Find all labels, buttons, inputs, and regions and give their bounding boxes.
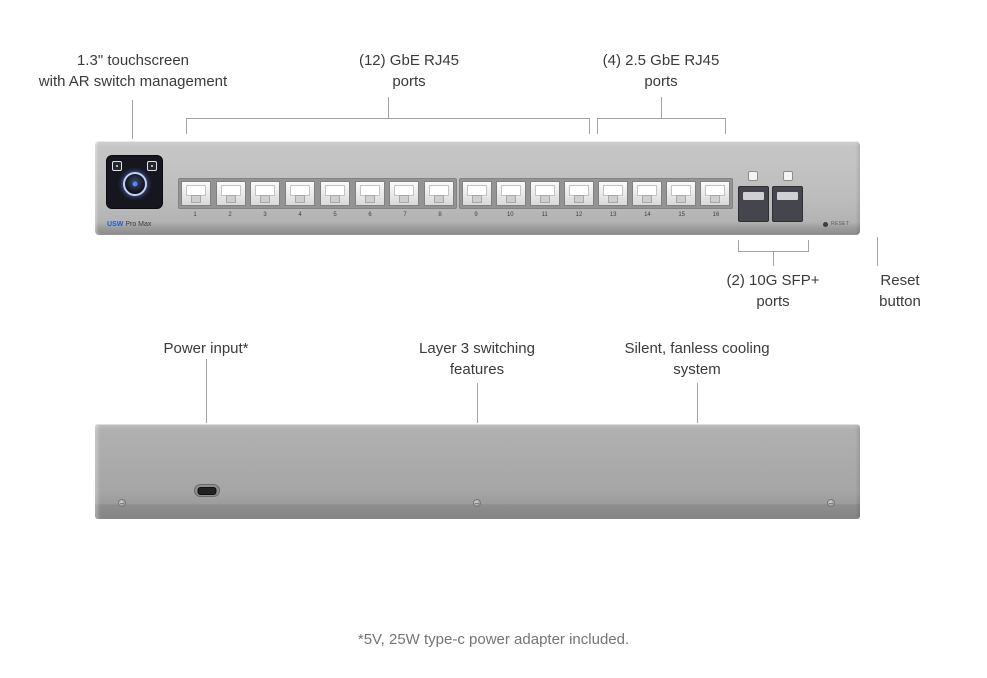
port-number: 6 [368, 212, 372, 218]
callout-cooling-line2: system [673, 361, 721, 378]
port-number: 11 [541, 212, 548, 218]
reset-button [823, 222, 828, 227]
rj45-port [598, 181, 628, 206]
sfp-port [738, 186, 769, 222]
callout-sfp-ports: (2) 10G SFP+ ports [693, 270, 853, 312]
callout-25gbe-line1: (4) 2.5 GbE RJ45 [602, 52, 720, 69]
callout-gbe-line1: (12) GbE RJ45 [358, 52, 460, 69]
callout-touchscreen-line2: with AR switch management [38, 73, 228, 90]
rj45-port [666, 181, 696, 206]
rear-panel-view [95, 424, 860, 519]
port-number: 12 [575, 212, 583, 218]
callout-line-reset [877, 237, 878, 266]
callout-bracket-gbe [186, 118, 590, 134]
port-number: 14 [644, 212, 651, 218]
callout-stem-25gbe [661, 97, 662, 118]
port-number: 8 [438, 212, 442, 218]
callout-cooling: Silent, fanless cooling system [602, 338, 792, 380]
callout-line-cooling [697, 383, 698, 423]
touchscreen-display [106, 155, 163, 209]
rj45-port [700, 181, 730, 206]
rj45-port [423, 181, 454, 206]
callout-reset-button: Reset button [840, 270, 960, 312]
port-numbers-row: 9 10 11 12 13 14 15 16 [459, 212, 733, 218]
port-number: 2 [228, 212, 232, 218]
callout-line-power [206, 359, 207, 423]
screw-icon [473, 499, 481, 507]
port-number: 16 [712, 212, 720, 218]
rj45-port [250, 181, 281, 206]
port-recess [178, 178, 457, 209]
callout-gbe-ports: (12) GbE RJ45 ports [329, 50, 489, 92]
rj45-port [462, 181, 492, 206]
rj45-port [496, 181, 526, 206]
callout-line-layer3 [477, 383, 478, 423]
rj45-port [319, 181, 350, 206]
callout-layer3: Layer 3 switching features [392, 338, 562, 380]
sfp-indicator [748, 171, 758, 181]
callout-touchscreen: 1.3" touchscreen with AR switch manageme… [18, 50, 248, 92]
callout-line-touchscreen [132, 100, 133, 139]
port-numbers-row: 1 2 3 4 5 6 7 8 [178, 212, 457, 218]
rj45-port [181, 181, 211, 206]
rj45-port [215, 181, 246, 206]
port-number: 5 [333, 212, 337, 218]
port-number: 3 [263, 212, 267, 218]
rj45-port [564, 181, 594, 206]
rj45-port-group-1: 1 2 3 4 5 6 7 8 [178, 178, 457, 218]
model-suffix: Pro Max [125, 221, 152, 228]
power-adapter-footnote: *5V, 25W type-c power adapter included. [357, 631, 630, 648]
callout-bracket-25gbe [597, 118, 726, 134]
rj45-port [389, 181, 420, 206]
port-number: 9 [474, 212, 478, 218]
callout-layer3-line2: features [449, 361, 505, 378]
sfp-indicator [783, 171, 793, 181]
screw-icon [827, 499, 835, 507]
callout-layer3-line1: Layer 3 switching [419, 340, 535, 357]
callout-reset-line1: Reset [880, 272, 920, 289]
rj45-port [285, 181, 316, 206]
port-number: 13 [609, 212, 617, 218]
panel-groove [596, 228, 735, 230]
rj45-port-group-2: 9 10 11 12 13 14 15 16 [459, 178, 733, 218]
screen-corner-icon [147, 161, 157, 171]
screen-corner-icon [112, 161, 122, 171]
callout-power-line1: Power input* [163, 340, 249, 357]
port-number: 7 [403, 212, 407, 218]
callout-touchscreen-line1: 1.3" touchscreen [76, 52, 190, 69]
nav-dial-icon [122, 172, 147, 197]
callout-reset-line2: button [879, 293, 921, 310]
callout-stem-gbe [388, 97, 389, 118]
callout-stem-sfp [773, 251, 774, 266]
usb-c-power-port [194, 484, 220, 497]
sfp-port [772, 186, 803, 222]
model-prefix: USW [107, 221, 124, 228]
callout-cooling-line1: Silent, fanless cooling [624, 340, 770, 357]
callout-sfp-line1: (2) 10G SFP+ [726, 272, 820, 289]
callout-sfp-line2: ports [756, 293, 790, 310]
rj45-port [530, 181, 560, 206]
callout-25gbe-line2: ports [644, 73, 678, 90]
callout-power-input: Power input* [136, 338, 276, 359]
port-number: 15 [678, 212, 686, 218]
screw-icon [118, 499, 126, 507]
port-number: 1 [193, 212, 197, 218]
port-number: 4 [298, 212, 302, 218]
callout-25gbe-ports: (4) 2.5 GbE RJ45 ports [576, 50, 746, 92]
rj45-port [632, 181, 662, 206]
rj45-port [354, 181, 385, 206]
callout-gbe-line2: ports [392, 73, 426, 90]
port-recess [459, 178, 733, 209]
reset-button-label: RESET [831, 221, 850, 227]
port-number: 10 [506, 212, 514, 218]
